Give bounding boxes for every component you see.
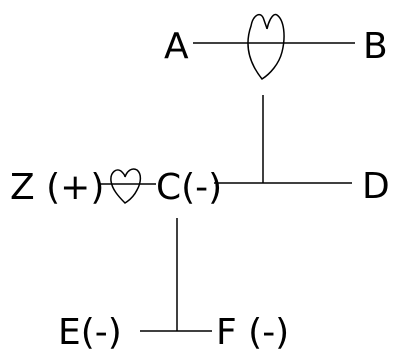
node-e-label: E(-) [58,312,122,353]
node-b-label: B [363,26,388,67]
node-c-label: C(-) [156,167,222,208]
node-d-label: D [362,166,390,207]
node-a-label: A [164,26,189,67]
small-heart-icon [110,168,142,204]
node-z-label: Z (+) [10,167,104,208]
node-f-label: F (-) [216,312,289,353]
large-heart-icon [247,13,285,80]
